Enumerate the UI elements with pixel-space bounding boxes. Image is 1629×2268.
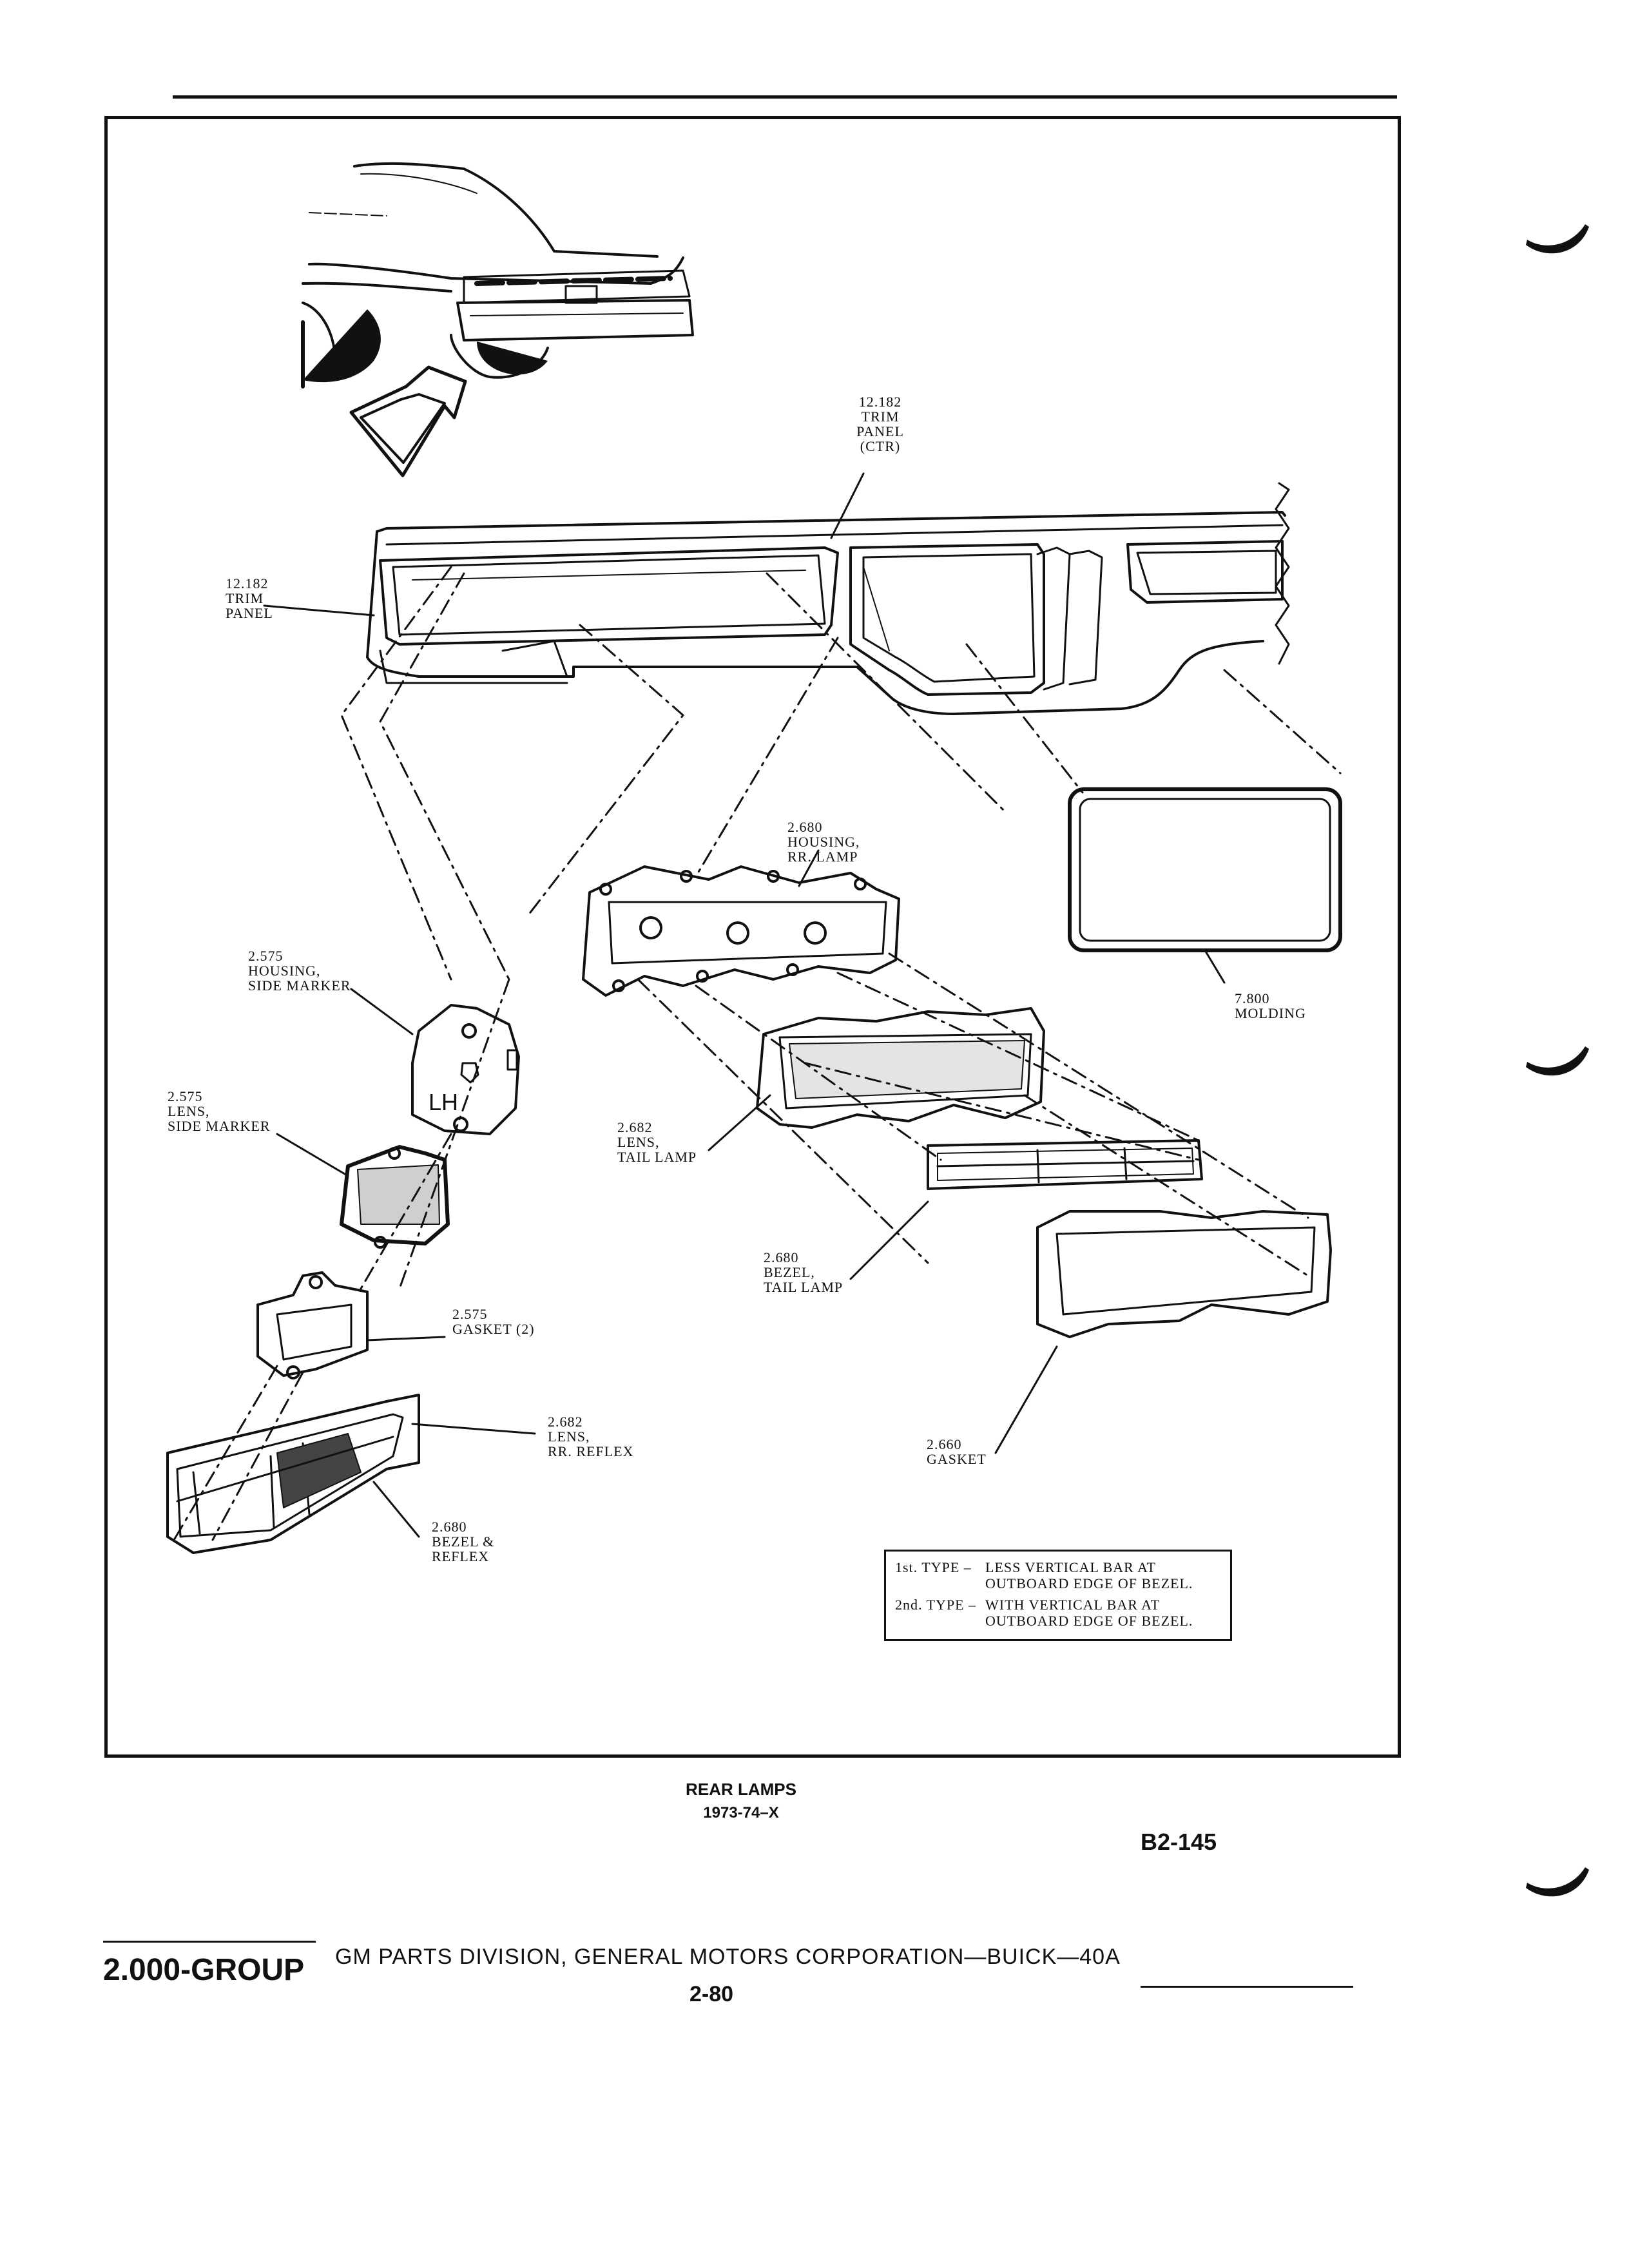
- footer-rule-right: [1141, 1986, 1353, 1988]
- legend-first-text-2: OUTBOARD EDGE OF BEZEL.: [985, 1575, 1193, 1591]
- callout-housing-side-marker: 2.575 HOUSING, SIDE MARKER: [248, 948, 351, 994]
- callout-gasket: 2.660 GASKET: [927, 1436, 987, 1467]
- legend-second-text-2: OUTBOARD EDGE OF BEZEL.: [985, 1613, 1193, 1629]
- gasket-2660-part: [1036, 1210, 1332, 1338]
- plate-code: B2-145: [1141, 1829, 1217, 1855]
- trim-panel-assembly: [366, 482, 1290, 715]
- callout-lens-tail-lamp: 2.682 LENS, TAIL LAMP: [617, 1119, 697, 1165]
- bezel-tail-lamp-part: [927, 1139, 1203, 1190]
- caption-subtitle: 1973-74–X: [703, 1804, 779, 1821]
- callout-bezel-tail-lamp: 2.680 BEZEL, TAIL LAMP: [764, 1249, 843, 1295]
- caption-title: REAR LAMPS: [686, 1780, 796, 1799]
- lh-marking: LH: [429, 1089, 459, 1115]
- footer-rule-left: [103, 1941, 316, 1943]
- footer-division: GM PARTS DIVISION, GENERAL MOTORS CORPOR…: [335, 1945, 1121, 1969]
- side-marker-lens-part: [340, 1145, 450, 1249]
- diagram-frame: [104, 116, 1401, 1758]
- lens-tail-lamp-part: [756, 1007, 1045, 1129]
- legend-second-text-1: WITH VERTICAL BAR AT: [985, 1597, 1161, 1613]
- housing-rr-lamp-part: [582, 865, 900, 997]
- gasket-2-part: [256, 1271, 369, 1379]
- callout-bezel-reflex: 2.680 BEZEL & REFLEX: [432, 1519, 495, 1564]
- type-legend: 1st. TYPE – LESS VERTICAL BAR AT OUTBOAR…: [884, 1550, 1232, 1641]
- callout-trim-panel: 12.182 TRIM PANEL: [226, 575, 273, 621]
- callout-molding: 7.800 MOLDING: [1235, 990, 1306, 1021]
- legend-second-label: 2nd. TYPE –: [895, 1597, 977, 1613]
- car-rear-view: [301, 162, 694, 477]
- legend-first-text-1: LESS VERTICAL BAR AT: [985, 1559, 1156, 1575]
- legend-first-label: 1st. TYPE –: [895, 1559, 972, 1575]
- callout-trim-panel-ctr: 12.182 TRIM PANEL (CTR): [856, 394, 904, 454]
- molding-part: [1068, 787, 1342, 952]
- binder-marks: [1526, 224, 1589, 1897]
- top-rule: [173, 95, 1397, 99]
- footer-group: 2.000-GROUP: [103, 1953, 305, 1987]
- footer-page-number: 2-80: [689, 1982, 734, 2006]
- callout-gasket-2: 2.575 GASKET (2): [452, 1306, 535, 1337]
- callout-housing-rr-lamp: 2.680 HOUSING, RR. LAMP: [787, 819, 860, 865]
- callout-lens-side-marker: 2.575 LENS, SIDE MARKER: [168, 1088, 271, 1134]
- bezel-reflex-part: [166, 1394, 420, 1554]
- callout-lens-rr-reflex: 2.682 LENS, RR. REFLEX: [548, 1414, 634, 1459]
